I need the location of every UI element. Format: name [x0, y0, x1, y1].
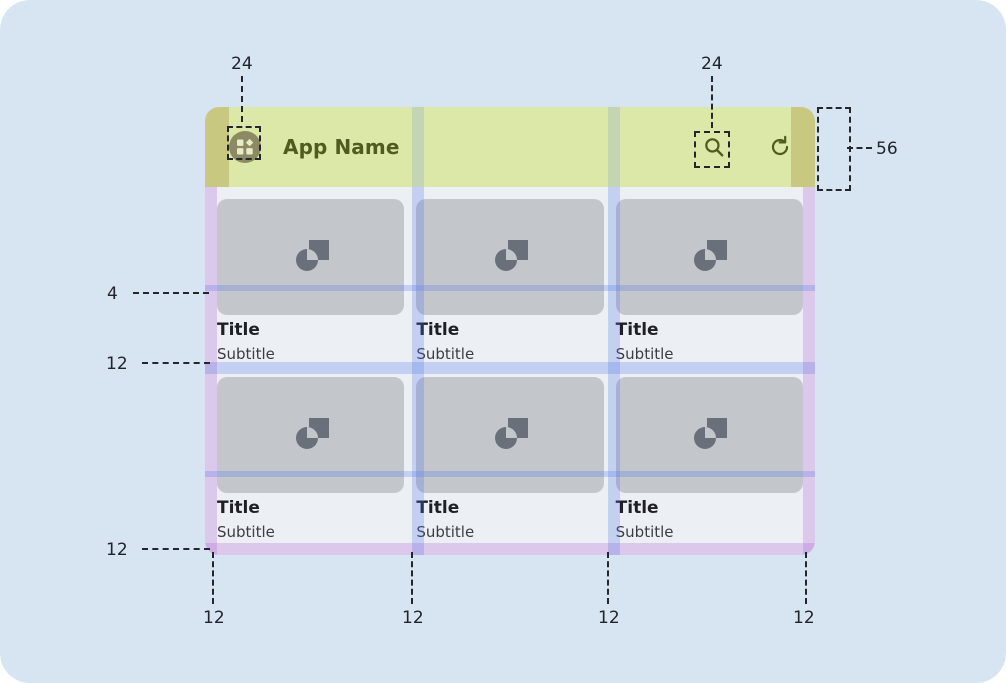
card-title: Title	[615, 320, 659, 340]
annotation-label-bottom-4: 12	[793, 608, 815, 628]
card-title: Title	[416, 320, 460, 340]
card-body: Title Subtitle	[217, 315, 404, 365]
card[interactable]: Title Subtitle	[217, 377, 405, 543]
annotation-leader-top-right	[711, 76, 713, 128]
annotation-label-56: 56	[876, 139, 898, 159]
card-title: Title	[217, 320, 260, 340]
card-subtitle: Subtitle	[615, 345, 674, 363]
annotation-leader-bottom-4	[805, 552, 807, 604]
app-bar-actions	[701, 107, 793, 187]
app-bar-leading-group: App Name	[205, 107, 400, 187]
card-title: Title	[615, 498, 659, 518]
card-body: Title Subtitle	[616, 315, 803, 365]
annotation-label-bottom-3: 12	[598, 608, 620, 628]
card[interactable]: Title Subtitle	[416, 199, 604, 365]
image-placeholder-icon	[416, 377, 604, 493]
annotation-label-4: 4	[107, 284, 118, 304]
card[interactable]: Title Subtitle	[217, 199, 405, 365]
annotation-leader-4	[133, 292, 209, 294]
card-body: Title Subtitle	[616, 493, 803, 543]
annotation-label-bottom-1: 12	[203, 608, 225, 628]
app-bar: App Name	[205, 107, 815, 187]
app-frame: App Name	[205, 107, 815, 555]
annotation-label-top-right-24: 24	[701, 54, 723, 74]
annotation-label-bottom-margin-12: 12	[106, 540, 128, 560]
image-placeholder-icon	[217, 377, 405, 493]
card-subtitle: Subtitle	[217, 523, 275, 541]
card-title: Title	[416, 498, 460, 518]
card[interactable]: Title Subtitle	[416, 377, 604, 543]
annotation-leader-row-gutter-12	[142, 362, 210, 364]
annotation-leader-bottom-3	[607, 552, 609, 604]
refresh-icon[interactable]	[767, 134, 793, 160]
annotation-leader-bottom-2	[411, 552, 413, 604]
app-title: App Name	[283, 135, 400, 159]
image-placeholder-icon	[615, 377, 803, 493]
annotation-box-search-icon	[694, 131, 730, 168]
annotation-box-leading-icon	[227, 126, 261, 160]
annotation-label-row-gutter-12: 12	[106, 354, 128, 374]
annotation-leader-appbar-height	[847, 147, 872, 149]
app-grid-icon[interactable]	[229, 131, 261, 163]
card-body: Title Subtitle	[416, 493, 603, 543]
annotation-leader-bottom-margin-12	[142, 548, 210, 550]
image-placeholder-icon	[416, 199, 604, 315]
card-subtitle: Subtitle	[416, 345, 475, 363]
annotation-label-top-left-24: 24	[231, 54, 253, 74]
card-subtitle: Subtitle	[416, 523, 475, 541]
card-body: Title Subtitle	[217, 493, 404, 543]
card-title: Title	[217, 498, 260, 518]
card[interactable]: Title Subtitle	[615, 199, 803, 365]
card-subtitle: Subtitle	[217, 345, 275, 363]
annotation-leader-top-left	[241, 76, 243, 122]
image-placeholder-icon	[615, 199, 803, 315]
card-body: Title Subtitle	[416, 315, 603, 365]
image-placeholder-icon	[217, 199, 405, 315]
search-icon[interactable]	[701, 134, 727, 160]
annotation-box-appbar-height	[817, 107, 851, 191]
card-grid: Title Subtitle Title Subtitle	[205, 187, 815, 555]
annotation-label-bottom-2: 12	[402, 608, 424, 628]
card-subtitle: Subtitle	[615, 523, 674, 541]
annotation-leader-bottom-1	[212, 552, 214, 604]
card[interactable]: Title Subtitle	[615, 377, 803, 543]
